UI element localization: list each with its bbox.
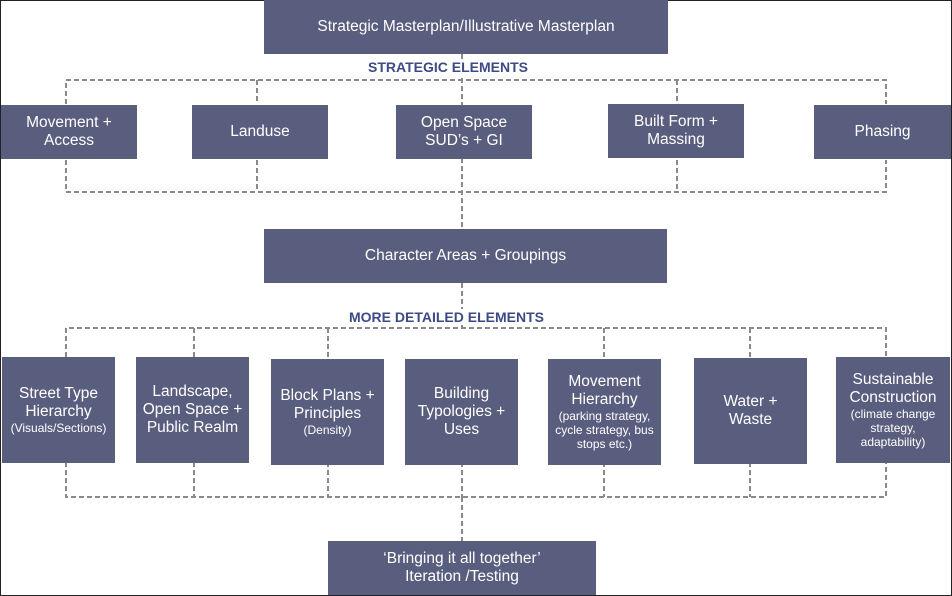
block-plans-sub: (Density) xyxy=(303,423,352,437)
strategic-elements-heading: STRATEGIC ELEMENTS xyxy=(364,59,532,75)
sustainable-construction-line1: Sustainable xyxy=(852,371,934,388)
landscape-line3: Public Realm xyxy=(146,419,239,436)
strategic-masterplan-box: Strategic Masterplan/Illustrative Master… xyxy=(264,0,668,54)
phasing-label: Phasing xyxy=(854,123,911,140)
sustainable-construction-sub: (climate change strategy, adaptability) xyxy=(850,407,936,449)
landscape-line1: Landscape, xyxy=(152,383,233,400)
sustainable-construction-box: Sustainable Construction (climate change… xyxy=(836,357,950,463)
water-waste-line1: Water + xyxy=(723,393,778,410)
building-typologies-box: Building Typologies + Uses xyxy=(405,359,518,465)
detailed-top-bracket xyxy=(65,327,887,357)
block-plans-line2: Principles xyxy=(293,405,362,422)
strategic-masterplan-label: Strategic Masterplan/Illustrative Master… xyxy=(317,18,615,35)
bringing-together-line1: ‘Bringing it all together’ xyxy=(383,550,541,567)
street-type-line1: Street Type xyxy=(19,385,98,402)
water-waste-line2: Waste xyxy=(728,411,773,428)
movement-hierarchy-sub: (parking strategy, cycle strategy, bus s… xyxy=(555,409,654,451)
block-plans-box: Block Plans + Principles (Density) xyxy=(271,359,384,465)
street-type-box: Street Type Hierarchy (Visuals/Sections) xyxy=(2,357,115,463)
movement-access-line2: Access xyxy=(44,132,94,149)
street-type-sub: (Visuals/Sections) xyxy=(10,421,107,435)
movement-access-line1: Movement + xyxy=(26,114,112,131)
block-plans-line1: Block Plans + xyxy=(280,387,375,404)
movement-access-box: Movement + Access xyxy=(1,105,137,159)
building-typologies-line3: Uses xyxy=(443,421,480,438)
movement-hierarchy-box: Movement Hierarchy (parking strategy, cy… xyxy=(548,359,661,465)
building-typologies-line1: Building xyxy=(433,385,490,402)
bringing-together-line2: Iteration /Testing xyxy=(405,568,519,585)
character-areas-label: Character Areas + Groupings xyxy=(364,247,567,264)
open-space-line1: Open Space xyxy=(420,114,508,131)
open-space-line2: SUD’s + GI xyxy=(425,132,503,149)
landscape-box: Landscape, Open Space + Public Realm xyxy=(136,357,249,463)
movement-hierarchy-line2: Hierarchy xyxy=(571,391,638,408)
open-space-box: Open Space SUD’s + GI xyxy=(396,105,532,159)
building-typologies-line2: Typologies + xyxy=(417,403,506,420)
built-form-line2: Massing xyxy=(647,131,705,148)
phasing-box: Phasing xyxy=(814,105,951,159)
movement-hierarchy-line1: Movement xyxy=(568,373,641,390)
sustainable-construction-line2: Construction xyxy=(849,389,937,406)
built-form-line1: Built Form + xyxy=(634,113,718,130)
landuse-box: Landuse xyxy=(192,105,328,159)
strategic-top-bracket xyxy=(65,79,887,104)
detailed-bottom-bracket xyxy=(65,462,887,498)
strategic-bottom-bracket xyxy=(65,160,887,193)
character-areas-box: Character Areas + Groupings xyxy=(264,229,667,283)
landscape-line2: Open Space + xyxy=(142,401,243,418)
detailed-elements-heading: MORE DETAILED ELEMENTS xyxy=(345,309,548,325)
street-type-line2: Hierarchy xyxy=(25,403,92,420)
bringing-together-box: ‘Bringing it all together’ Iteration /Te… xyxy=(328,541,596,595)
water-waste-box: Water + Waste xyxy=(694,358,807,464)
landuse-label: Landuse xyxy=(230,123,290,140)
built-form-box: Built Form + Massing xyxy=(608,104,744,158)
